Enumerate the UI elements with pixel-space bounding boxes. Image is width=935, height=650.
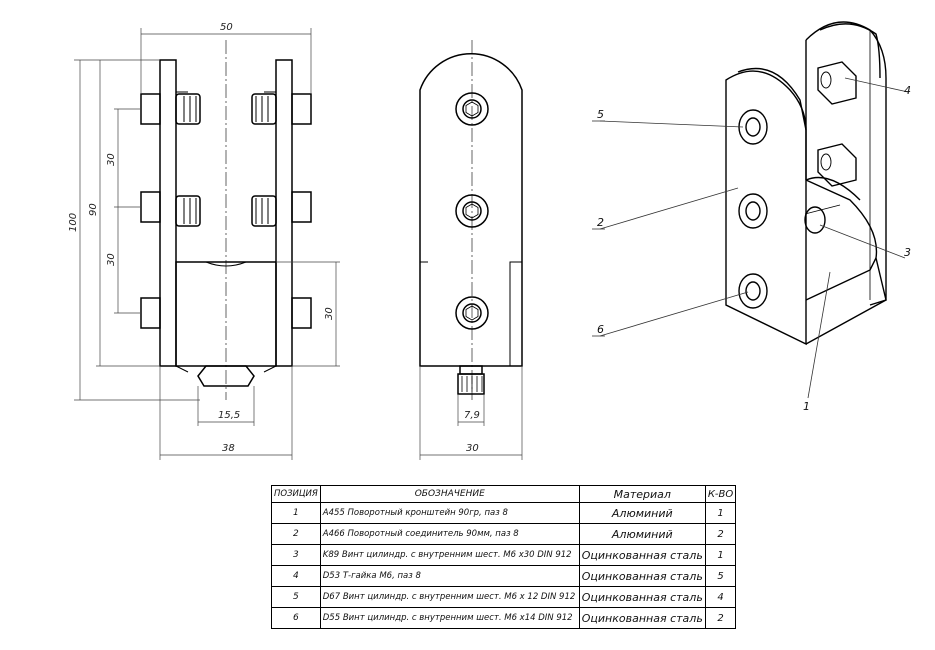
isometric-view — [725, 21, 887, 346]
row-position: 3 — [271, 544, 321, 566]
row-position: 5 — [271, 586, 321, 608]
table-row: 2 A466 Поворотный соединитель 90мм, паз … — [271, 523, 737, 545]
dim-7-9: 7,9 — [464, 410, 480, 421]
row-designation: K89 Винт цилиндр. с внутренним шест. M6 … — [319, 544, 580, 566]
table-row: 1 A455 Поворотный кронштейн 90гр, паз 8 … — [271, 502, 737, 524]
row-material: Оцинкованная сталь — [578, 544, 706, 566]
header-material: Материал — [578, 485, 706, 503]
callout-6: 6 — [597, 323, 604, 336]
row-position: 6 — [271, 607, 321, 629]
row-quantity: 1 — [704, 502, 737, 524]
row-material: Оцинкованная сталь — [578, 565, 706, 587]
row-designation: D55 Винт цилиндр. с внутренним шест. M6 … — [319, 607, 580, 629]
row-designation: D67 Винт цилиндр. с внутренним шест. M6 … — [319, 586, 580, 608]
table-row: 4 D53 Т-гайка M6, паз 8 Оцинкованная ста… — [271, 565, 737, 587]
header-designation: ОБОЗНАЧЕНИЕ — [319, 485, 580, 503]
row-material: Алюминий — [578, 502, 706, 524]
row-material: Алюминий — [578, 523, 706, 545]
dim-38: 38 — [222, 443, 235, 454]
row-designation: A455 Поворотный кронштейн 90гр, паз 8 — [319, 502, 580, 524]
callout-5: 5 — [597, 108, 604, 121]
row-designation: D53 Т-гайка M6, паз 8 — [319, 565, 580, 587]
row-designation: A466 Поворотный соединитель 90мм, паз 8 — [319, 523, 580, 545]
dim-30-upper: 30 — [106, 153, 117, 166]
dim-30-block: 30 — [324, 307, 335, 320]
side-view — [419, 40, 523, 400]
row-quantity: 2 — [704, 523, 737, 545]
callout-3: 3 — [904, 246, 911, 259]
table-row: 6 D55 Винт цилиндр. с внутренним шест. M… — [271, 607, 737, 629]
row-quantity: 5 — [704, 565, 737, 587]
dim-50: 50 — [220, 22, 233, 33]
header-quantity: К-ВО — [704, 485, 737, 503]
row-quantity: 1 — [704, 544, 737, 566]
dim-30-side: 30 — [466, 443, 479, 454]
header-position: ПОЗИЦИЯ — [271, 485, 321, 503]
callout-leaders — [592, 77, 909, 399]
parts-table-header: ПОЗИЦИЯ ОБОЗНАЧЕНИЕ Материал К-ВО — [271, 485, 737, 503]
table-row: 3 K89 Винт цилиндр. с внутренним шест. M… — [271, 544, 737, 566]
callout-1: 1 — [803, 400, 810, 413]
dim-30-lower: 30 — [106, 253, 117, 266]
dim-15-5: 15,5 — [218, 410, 240, 421]
row-quantity: 4 — [704, 586, 737, 608]
row-material: Оцинкованная сталь — [578, 607, 706, 629]
row-position: 1 — [271, 502, 321, 524]
callout-2: 2 — [597, 216, 604, 229]
row-material: Оцинкованная сталь — [578, 586, 706, 608]
parts-table: ПОЗИЦИЯ ОБОЗНАЧЕНИЕ Материал К-ВО 1 A455… — [271, 485, 737, 629]
row-position: 2 — [271, 523, 321, 545]
front-view — [140, 40, 312, 400]
table-row: 5 D67 Винт цилиндр. с внутренним шест. M… — [271, 586, 737, 608]
dim-90: 90 — [88, 203, 99, 216]
side-dimensions — [419, 366, 523, 460]
front-dimensions — [74, 28, 340, 460]
dim-100: 100 — [68, 213, 79, 232]
row-quantity: 2 — [704, 607, 737, 629]
row-position: 4 — [271, 565, 321, 587]
callout-4: 4 — [904, 84, 911, 97]
